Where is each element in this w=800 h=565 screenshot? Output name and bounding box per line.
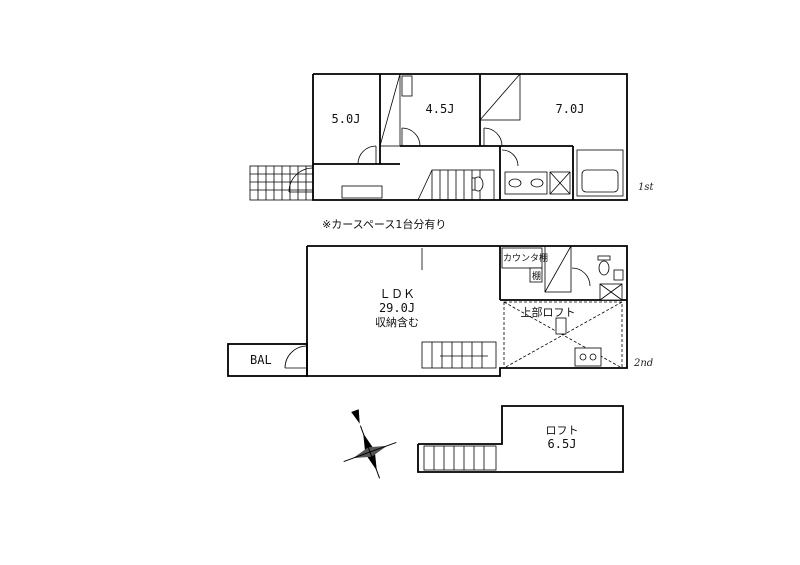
entrance-porch bbox=[249, 165, 314, 201]
ldk-label: ＬＤＫ bbox=[379, 287, 415, 301]
balcony bbox=[227, 343, 308, 377]
second-floor-stairs bbox=[421, 341, 497, 369]
ldk-storage-label: 収納含む bbox=[375, 315, 419, 329]
toilet-2-icon bbox=[598, 260, 610, 276]
loft-floor: ロフト 6.5J bbox=[417, 405, 624, 473]
north-compass-icon bbox=[343, 409, 397, 479]
first-floor: 5.0J 4.5J 7.0J 1st ※カースペース1台分有り bbox=[249, 73, 654, 231]
loft-size-label: 6.5J bbox=[548, 437, 577, 451]
room-2-label: 4.5J bbox=[426, 102, 455, 116]
second-floor: ＬＤＫ 29.0J 収納含む 上部ロフト カウンタ棚 棚 BAL 2nd bbox=[227, 245, 653, 377]
kitchen-counter bbox=[574, 347, 602, 367]
first-floor-tag: 1st bbox=[638, 182, 654, 193]
counter-shelf-label: カウンタ棚 bbox=[503, 252, 548, 264]
second-floor-tag: 2nd bbox=[633, 358, 653, 369]
car-space-note: ※カースペース1台分有り bbox=[322, 217, 446, 231]
shelf-label: 棚 bbox=[532, 270, 541, 282]
balcony-label: BAL bbox=[250, 353, 272, 367]
loft-stairs bbox=[423, 445, 497, 471]
upper-loft-label: 上部ロフト bbox=[521, 305, 576, 319]
room-3-label: 7.0J bbox=[556, 102, 585, 116]
ldk-size-label: 29.0J bbox=[379, 301, 415, 315]
room-1-label: 5.0J bbox=[332, 112, 361, 126]
loft-label: ロフト bbox=[546, 424, 579, 437]
sink-icon bbox=[508, 178, 522, 188]
upper-loft-area bbox=[503, 301, 623, 369]
